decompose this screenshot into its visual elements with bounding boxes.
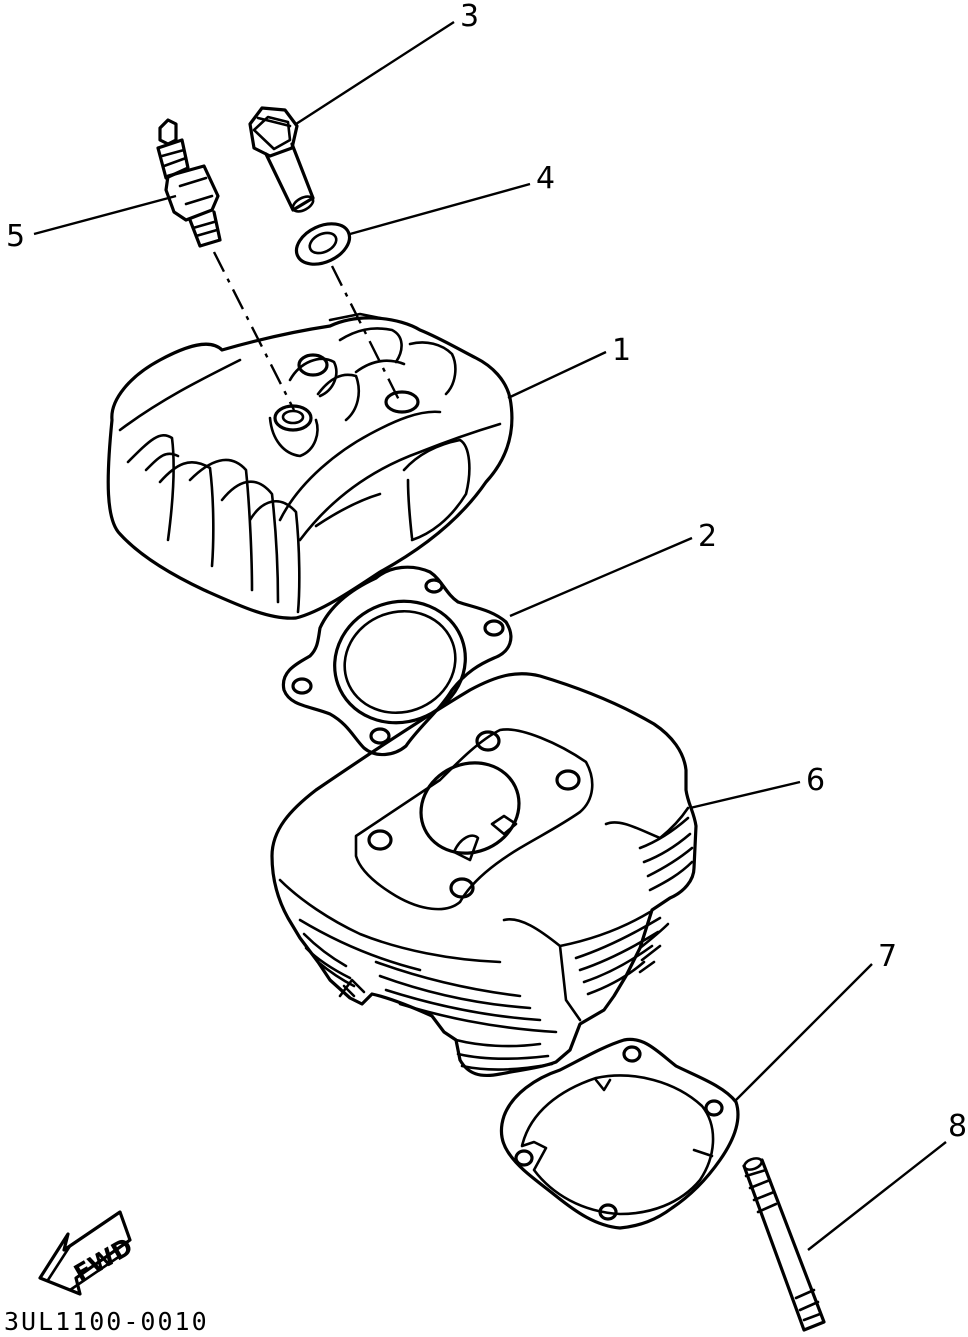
stud-bolt-part-8 [742,1157,826,1332]
washer-part-4 [294,222,352,266]
cylinder-part-6 [270,672,698,1078]
callout-2: 2 [698,519,717,554]
base-gasket-part-7 [499,1037,740,1230]
bolt-part-3 [248,106,315,213]
cylinder-head-part-1 [106,312,514,620]
alignment-lines [212,251,402,411]
forward-arrow-icon: FWD [38,1210,138,1296]
callout-7: 7 [878,939,897,974]
callout-6: 6 [806,763,825,798]
diagram-code: 3UL1100-0010 [4,1307,209,1336]
callout-8: 8 [948,1109,967,1144]
callout-3: 3 [460,0,479,34]
callout-5: 5 [6,219,25,254]
head-gasket-part-2 [281,565,513,757]
callout-4: 4 [536,161,555,196]
callout-1: 1 [612,333,631,368]
spark-plug-part-5 [156,118,222,248]
leader-lines [33,20,947,1251]
